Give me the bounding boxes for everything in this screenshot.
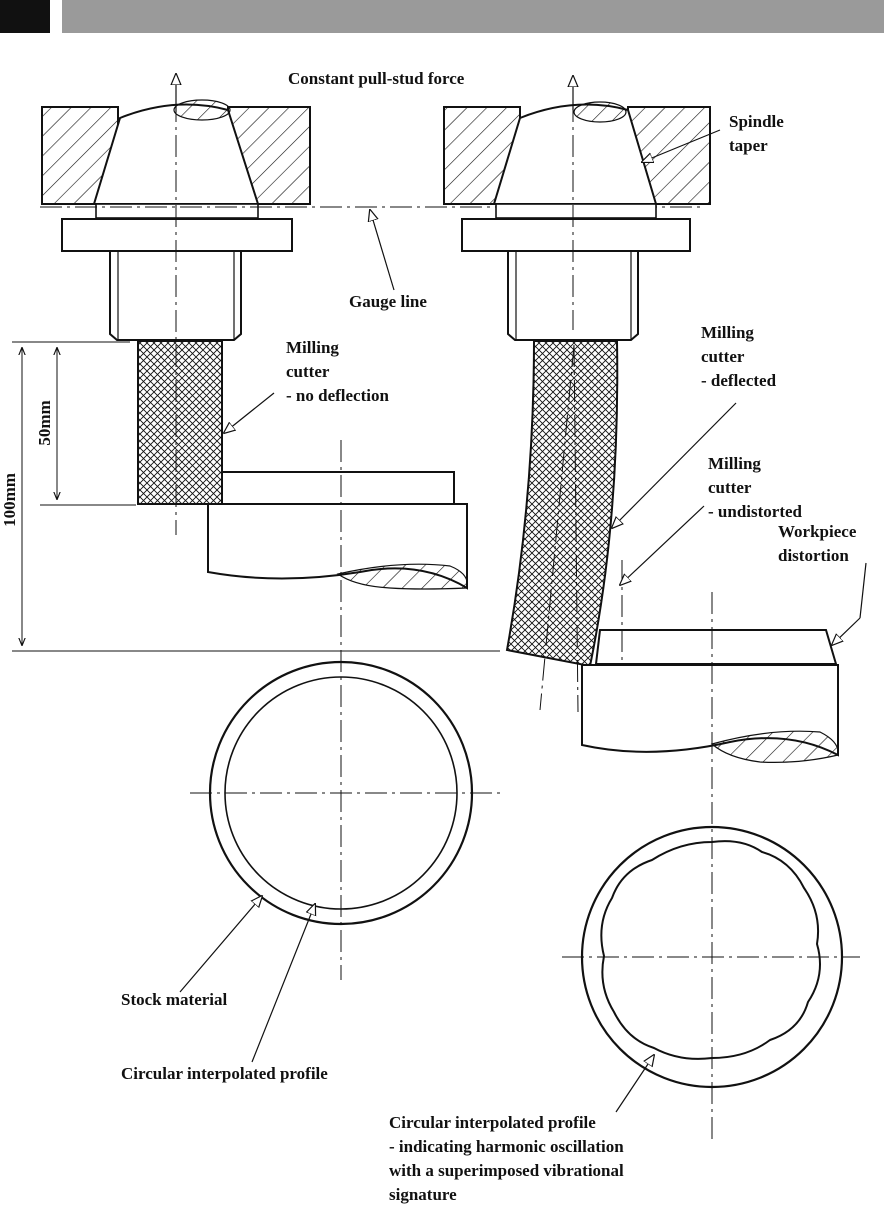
label-cutter-undistorted: Milling cutter - undistorted [708, 454, 803, 521]
label-workpiece-distortion: Workpiece distortion [778, 522, 861, 565]
dimension-lines [12, 341, 500, 652]
right-tool-flange [461, 218, 691, 252]
header-grey-band [62, 0, 884, 33]
left-workpiece-section [336, 563, 468, 590]
label-cutter-deflected: Milling cutter - deflected [701, 323, 777, 390]
label-gauge-line: Gauge line [349, 292, 427, 311]
left-profile-circle [190, 660, 505, 926]
label-circular-interpolated-profile: Circular interpolated profile [121, 1064, 328, 1083]
right-workpiece-top [594, 629, 838, 665]
right-spindle-assembly [443, 76, 839, 1140]
right-profile-circle [562, 825, 860, 1089]
label-spindle-taper: Spindle taper [729, 112, 788, 155]
label-100mm: 100mm [0, 473, 19, 527]
right-taper-base [495, 203, 657, 219]
label-constant-pull-stud-force: Constant pull-stud force [288, 69, 465, 88]
right-workpiece-section [710, 730, 839, 763]
label-cutter-no-deflection: Milling cutter - no deflection [286, 338, 389, 405]
label-stock-material: Stock material [121, 990, 228, 1009]
left-workpiece-top-step [221, 471, 455, 505]
label-harmonic-profile: Circular interpolated profile - indicati… [389, 1113, 628, 1204]
right-milling-cutter-deflected [505, 340, 619, 668]
harmonic-profile-trace [600, 840, 821, 1060]
left-milling-cutter [137, 340, 223, 505]
left-pull-stud-section [173, 99, 231, 121]
left-taper-base [95, 203, 259, 219]
page-header-bar [0, 0, 884, 33]
leader-lines [179, 129, 867, 1113]
left-spindle-assembly [41, 74, 468, 980]
header-black-block [0, 0, 50, 33]
right-pull-stud-section [573, 101, 627, 123]
label-50mm: 50mm [35, 400, 54, 445]
left-tool-flange [61, 218, 293, 252]
